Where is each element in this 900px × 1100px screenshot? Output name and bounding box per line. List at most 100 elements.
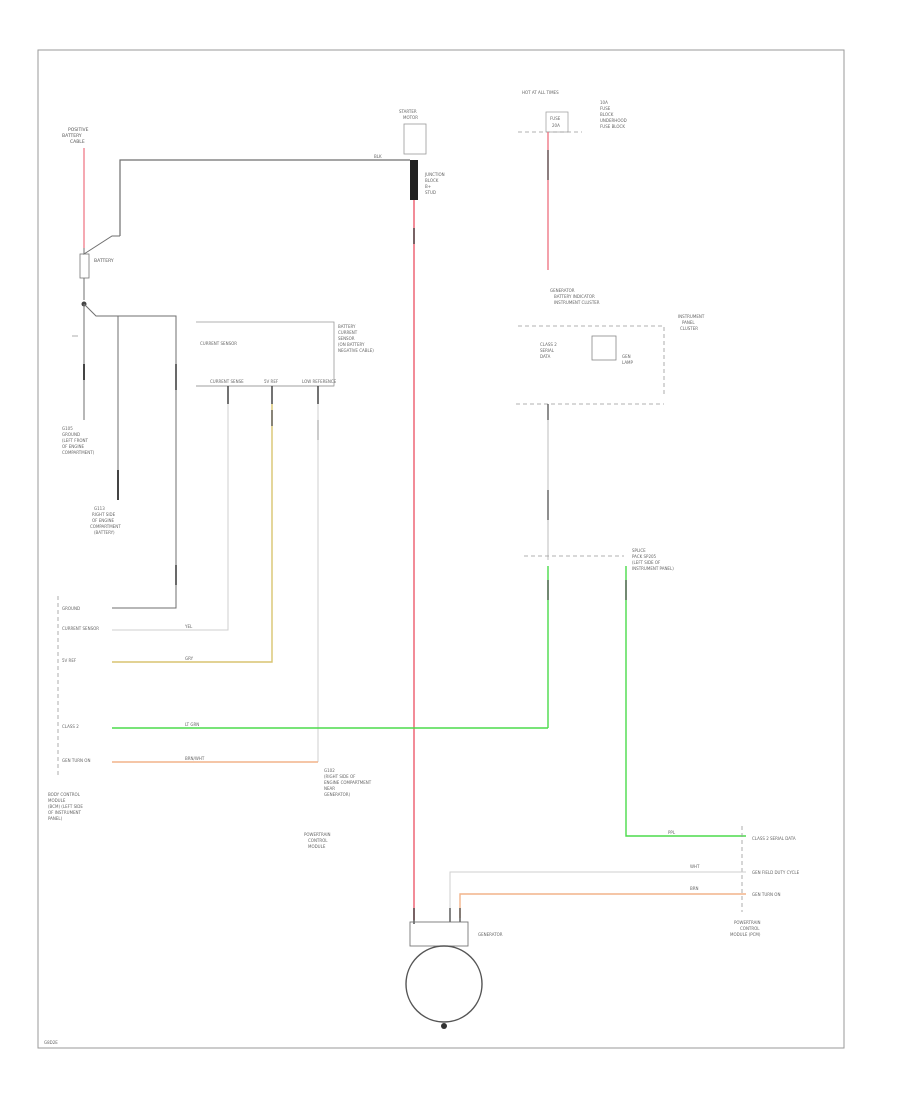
current-sensor-box-4: (ON BATTERY: [338, 342, 365, 347]
ecm-label-1: POWERTRAIN: [734, 920, 761, 925]
fuse-block-line-1: 10A: [600, 100, 608, 105]
current-sensor-box-2: CURRENT: [338, 330, 358, 335]
bcm-label-2: MODULE: [48, 798, 66, 803]
ground-mid-label-2: RIGHT SIDE: [92, 512, 116, 517]
gen-indicator-inner-1: GEN: [622, 354, 631, 359]
gen-indicator-side-3: CLUSTER: [680, 326, 698, 331]
five-volt-ref-wire: [112, 404, 273, 663]
current-sensor-pin-1: CURRENT SENSE: [210, 379, 244, 384]
ground-g113: G113 RIGHT SIDE OF ENGINE COMPARTMENT (B…: [83, 303, 121, 535]
gen-indicator-pin-2: SERIAL: [540, 348, 555, 353]
battery-current-sensor: CURRENT SENSOR BATTERY CURRENT SENSOR (O…: [196, 321, 374, 404]
splice-box-3: (LEFT SIDE OF: [632, 560, 661, 565]
gen-indicator-inner-2: LAMP: [622, 360, 634, 365]
starter-wire-tag: BLK: [374, 154, 382, 159]
body-control-module: GROUND CURRENT SENSOR 5V REF CLASS 2 GEN…: [48, 596, 99, 821]
bcm-label-3: (BCM) (LEFT SIDE: [48, 804, 83, 809]
generator-label: GENERATOR: [478, 932, 503, 937]
diagram-frame: [37, 49, 845, 1049]
splice-box-2: PACK SP205: [632, 554, 657, 559]
gen-indicator-pin-3: DATA: [540, 354, 551, 359]
fuse-block-top: HOT AT ALL TIMES: [522, 90, 559, 95]
bottom-mid-label-5: GENERATOR): [324, 792, 351, 797]
current-sensor-top-label: CURRENT SENSOR: [200, 341, 237, 346]
bcm-pin-class2: CLASS 2: [62, 724, 79, 729]
ecm-label-2: CONTROL: [740, 926, 760, 931]
fuse-block-line-3: BLOCK: [600, 112, 614, 117]
bottom-mid-small-2: CONTROL: [308, 838, 328, 843]
starter-top-2: MOTOR: [403, 115, 418, 120]
bottom-mid-label-3: ENGINE COMPARTMENT: [324, 780, 372, 785]
ground-mid-label-3: OF ENGINE: [92, 518, 115, 523]
bcm-label-4: OF INSTRUMENT: [48, 810, 82, 815]
battery: BATTERY: [79, 253, 114, 307]
ground-mid-label-4: COMPARTMENT: [90, 524, 121, 529]
starter-motor: STARTER MOTOR JUNCTION BLOCK B+ STUD: [399, 109, 445, 200]
current-sensor-pin-3: LOW REFERENCE: [302, 379, 337, 384]
bottom-mid-label-2: (RIGHT SIDE OF: [324, 774, 356, 779]
gen-indicator-side-2: PANEL: [682, 320, 695, 325]
splice-pack: SPLICE PACK SP205 (LEFT SIDE OF INSTRUME…: [524, 548, 746, 837]
battery-top-label-3: CABLE: [70, 139, 85, 145]
ecm-gen-turn-on-wire: [459, 893, 746, 918]
bcm-pin-ground: GROUND: [62, 606, 80, 611]
field-duty-cycle-wire: [449, 871, 746, 918]
starter-side-2: BLOCK: [425, 178, 439, 183]
wire-label-gry: GRY: [185, 656, 194, 661]
bcm-pin-current-sensor: CURRENT SENSOR: [62, 626, 99, 631]
ground-left-label-4: OF ENGINE: [62, 444, 85, 449]
bottom-mid-label-4: NEAR: [324, 786, 335, 791]
starter-side-1: JUNCTION: [424, 172, 445, 177]
fuse-id-1: FUSE: [550, 116, 561, 121]
current-sensor-pin-2: 5V REF: [264, 379, 279, 384]
ecm-wire-ppl: PPL: [668, 830, 676, 835]
gen-indicator-top-2: BATTERY INDICATOR: [554, 294, 595, 299]
ground-mid-label-1: G113: [94, 506, 105, 511]
battery-top-label-1: POSITIVE: [68, 127, 89, 133]
fuse-block-line-5: FUSE BLOCK: [600, 124, 625, 129]
ecm-wire-wht: WHT: [690, 864, 700, 869]
wire-label-ltgrn: LT GRN: [185, 722, 199, 727]
ecm-label-3: MODULE (PCM): [730, 932, 761, 937]
ecm-pin-class2: CLASS 2 SERIAL DATA: [752, 836, 796, 841]
ground-left-label-1: G105: [62, 426, 73, 431]
starter-side-4: STUD: [425, 190, 436, 195]
current-sense-wire: [112, 404, 229, 631]
battery-positive-cable: POSITIVE BATTERY CABLE BLK: [62, 127, 410, 255]
ground-g102: G102 (RIGHT SIDE OF ENGINE COMPARTMENT N…: [304, 768, 372, 849]
ground-left-label-2: GROUND: [62, 432, 80, 437]
current-sensor-box-5: NEGATIVE CABLE): [338, 348, 374, 353]
starter-side-3: B+: [425, 184, 431, 189]
ecm-pin-field: GEN FIELD DUTY CYCLE: [752, 870, 800, 875]
bcm-pin-gen-turn-on: GEN TURN ON: [62, 758, 90, 763]
wire-label-yel: YEL: [184, 624, 193, 629]
bcm-label-1: BODY CONTROL: [48, 792, 81, 797]
ecm-pin-turn-on: GEN TURN ON: [752, 892, 780, 897]
wire-label-brnwht: BRN/WHT: [185, 756, 205, 761]
ground-g105: G105 GROUND (LEFT FRONT OF ENGINE COMPAR…: [62, 304, 95, 455]
fuse-block-line-4: UNDERHOOD: [600, 118, 627, 123]
splice-box-1: SPLICE: [632, 548, 646, 553]
gen-indicator-top-3: INSTRUMENT CLUSTER: [554, 300, 600, 305]
ground-left-label-3: (LEFT FRONT: [62, 438, 88, 443]
bottom-mid-small-3: MODULE: [308, 844, 326, 849]
fuse-block-line-2: FUSE: [600, 106, 611, 111]
fuse-id-2: 20A: [552, 123, 560, 128]
splice-box-4: INSTRUMENT PANEL): [632, 566, 674, 571]
battery-label: BATTERY: [94, 258, 114, 264]
powertrain-control-module: CLASS 2 SERIAL DATA GEN FIELD DUTY CYCLE…: [668, 826, 800, 937]
bottom-mid-label-1: G102: [324, 768, 335, 773]
bcm-ground-wire: [96, 315, 177, 609]
gen-indicator-pin-1: CLASS 2: [540, 342, 557, 347]
corner-code: G8D2E: [44, 1040, 58, 1045]
underhood-fuse-block: HOT AT ALL TIMES FUSE 20A 10A FUSE BLOCK…: [518, 90, 627, 270]
current-sensor-box-3: SENSOR: [338, 336, 355, 341]
instrument-panel-cluster: GENERATOR BATTERY INDICATOR INSTRUMENT C…: [516, 288, 705, 560]
bcm-label-5: PANEL): [48, 816, 63, 821]
ecm-wire-brn: BRN: [690, 886, 699, 891]
battery-top-label-2: BATTERY: [62, 133, 82, 139]
ground-mid-label-5: (BATTERY): [94, 530, 115, 535]
ground-left-label-5: COMPARTMENT): [62, 450, 95, 455]
generator: GENERATOR: [405, 921, 503, 1029]
